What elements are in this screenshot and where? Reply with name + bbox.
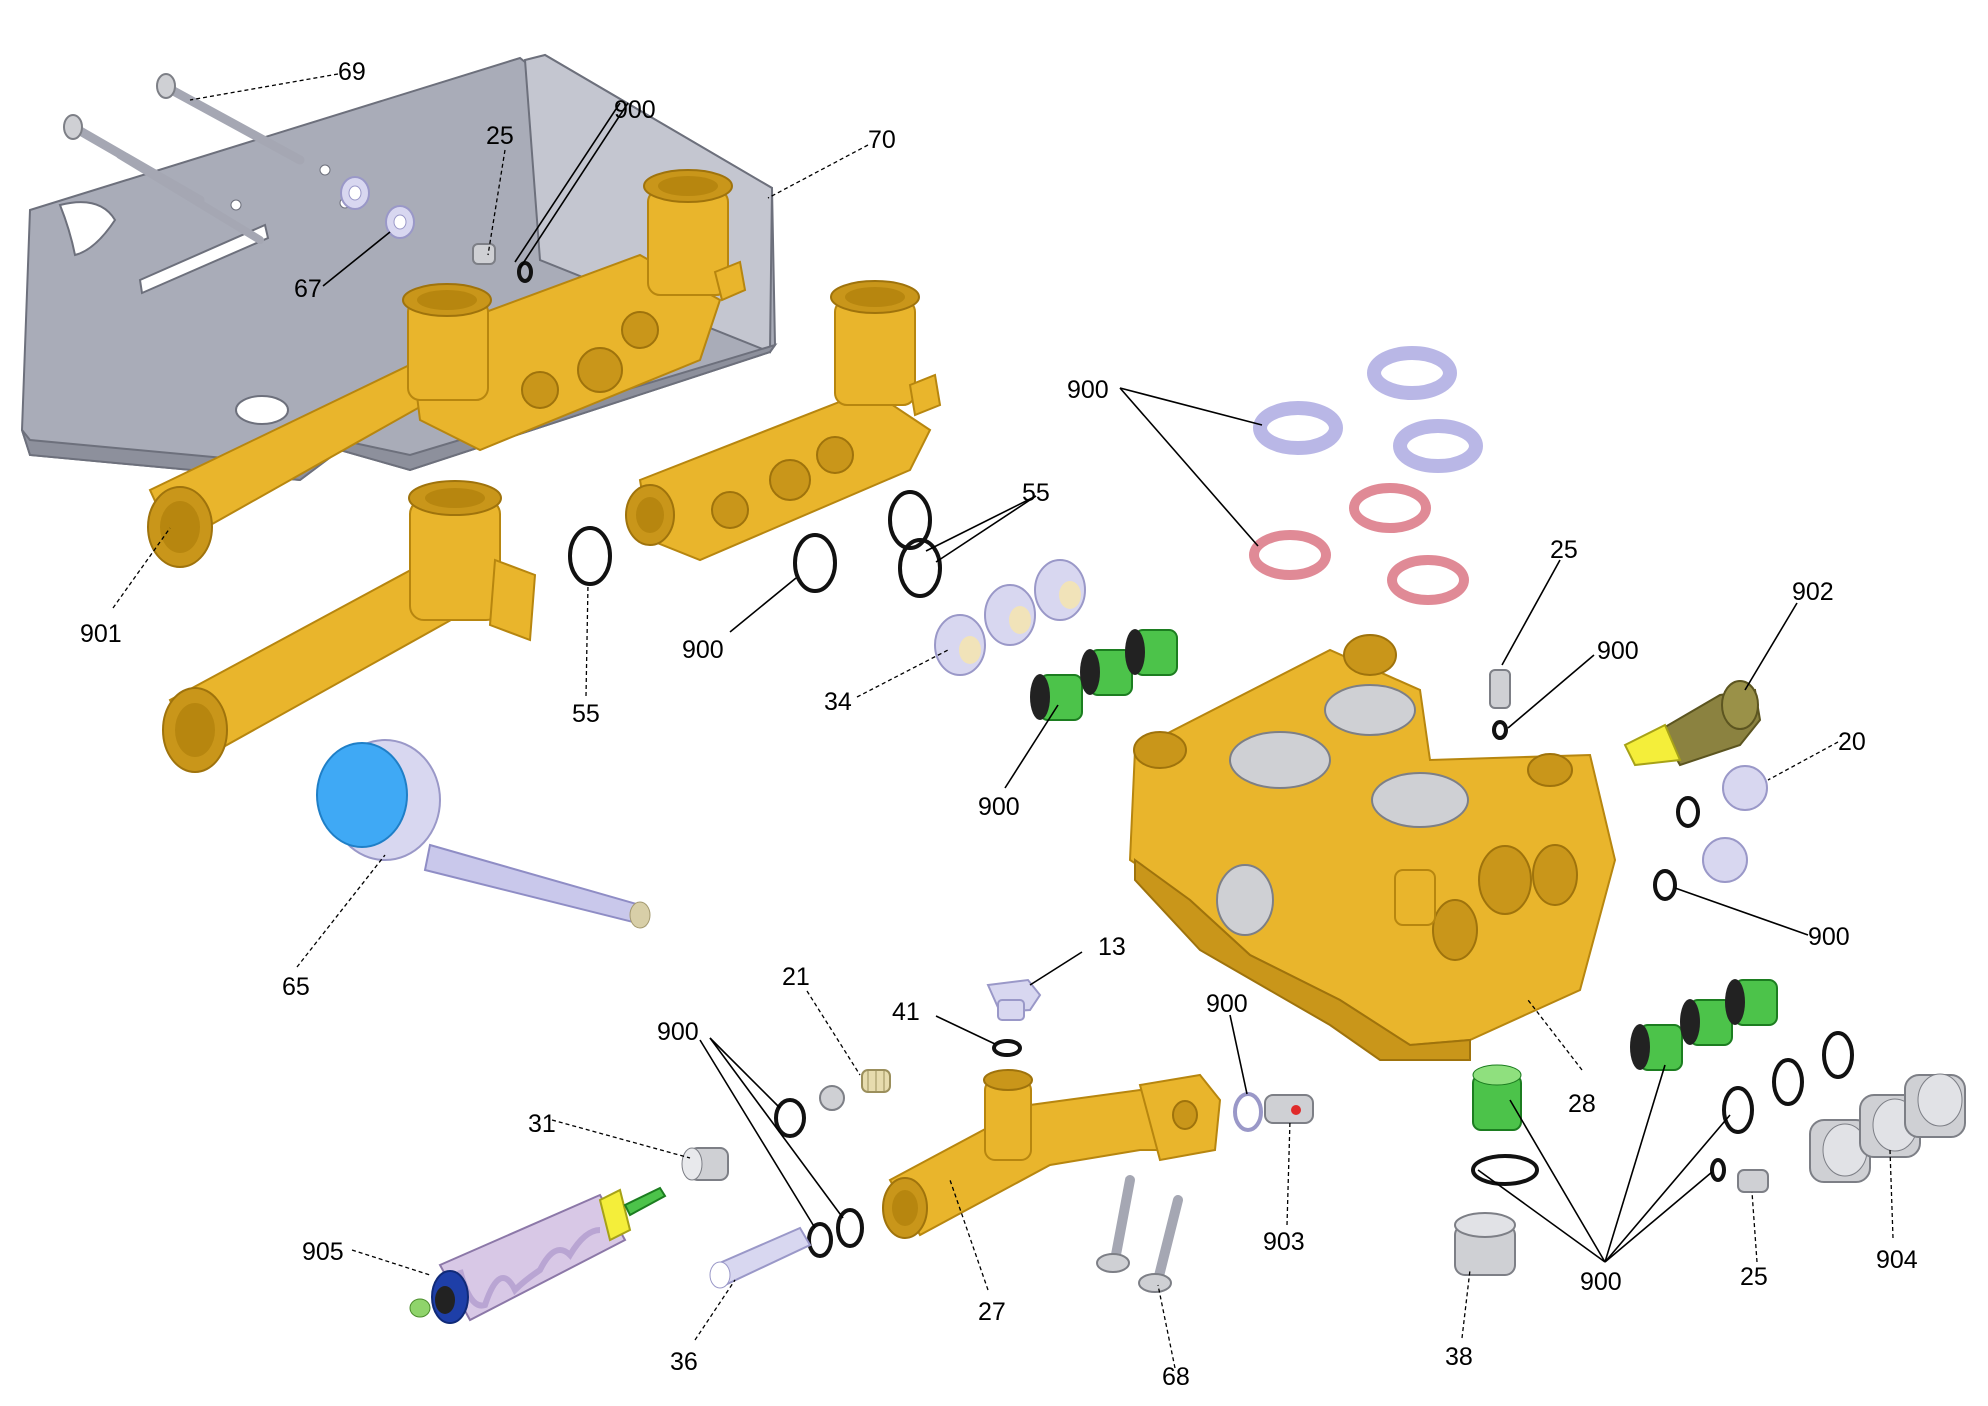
- part-904-plug-nuts: [1809, 1073, 1966, 1183]
- part-900-oring-mid: [793, 533, 837, 593]
- part-900-oring-r2: [1772, 1058, 1804, 1106]
- part-900-valves-left: [1030, 629, 1178, 721]
- callout-labels: 69 900 25 70 67 901 55 900 55 900 34 900…: [80, 58, 1918, 1391]
- leader-lines: [112, 73, 1894, 1369]
- callout-900-valves: 900: [978, 793, 1020, 821]
- callout-900-lower: 900: [1580, 1268, 1622, 1296]
- callout-900-mid: 900: [682, 636, 724, 664]
- part-20-plug-a: [1722, 765, 1768, 811]
- part-green-cage: [1472, 1064, 1522, 1131]
- callout-34: 34: [824, 688, 852, 716]
- callout-900-top: 900: [614, 96, 656, 124]
- part-900-oring-plug-a: [1676, 796, 1700, 828]
- part-900-oring-r1: [1722, 1086, 1754, 1134]
- callout-55-left: 55: [572, 700, 600, 728]
- part-13-plug-stem: [997, 999, 1025, 1021]
- callout-69: 69: [338, 58, 366, 86]
- part-900-oring-top: [517, 261, 533, 283]
- callout-13: 13: [1098, 933, 1126, 961]
- callout-904: 904: [1876, 1246, 1918, 1274]
- part-65-dipstick: [316, 739, 651, 929]
- callout-27: 27: [978, 1298, 1006, 1326]
- part-38-cap: [1454, 1212, 1516, 1276]
- part-25-plug-head: [1489, 669, 1511, 709]
- part-55-oring-right-a: [888, 490, 932, 550]
- part-27-outlet-pipe: [882, 1069, 1222, 1239]
- callout-901: 901: [80, 620, 122, 648]
- part-900-oring-r5: [1471, 1154, 1539, 1186]
- part-900-oring-ball-c: [807, 1222, 833, 1258]
- part-903-check-fitting: [1264, 1094, 1314, 1124]
- part-68-bolts: [1096, 1175, 1183, 1293]
- part-905-spring-assembly: [409, 1186, 667, 1324]
- part-900-oring-903: [1233, 1092, 1263, 1132]
- callout-905: 905: [302, 1238, 344, 1266]
- callout-65: 65: [282, 973, 310, 1001]
- callout-55-right: 55: [1022, 479, 1050, 507]
- part-manifold-middle: [625, 280, 942, 562]
- part-900-oring-ball-b: [836, 1208, 864, 1248]
- part-900-seal-rings: [1249, 346, 1483, 605]
- callout-900-plugs: 900: [1808, 923, 1850, 951]
- part-25-plug-lower: [1737, 1169, 1769, 1193]
- part-41-oring: [992, 1039, 1022, 1057]
- callout-25-lower: 25: [1740, 1263, 1768, 1291]
- part-36-piston: [709, 1226, 812, 1289]
- callout-900-903: 900: [1206, 990, 1248, 1018]
- part-900-oring-head: [1492, 720, 1508, 740]
- callout-31: 31: [528, 1110, 556, 1138]
- part-25-plug-top: [472, 243, 496, 265]
- callout-41: 41: [892, 998, 920, 1026]
- callout-903: 903: [1263, 1228, 1305, 1256]
- part-900-valves-right: [1630, 979, 1778, 1071]
- callout-900-ball: 900: [657, 1018, 699, 1046]
- callout-70: 70: [868, 126, 896, 154]
- callout-900-seals: 900: [1067, 376, 1109, 404]
- part-31-nut: [681, 1147, 729, 1181]
- part-ball: [819, 1085, 845, 1111]
- part-34-sleeves: [934, 559, 1086, 676]
- part-28-pump-head: [1128, 634, 1617, 1061]
- callout-21: 21: [782, 963, 810, 991]
- part-67-washers: [340, 176, 415, 239]
- callout-900-head: 900: [1597, 637, 1639, 665]
- part-900-oring-r4: [1710, 1158, 1726, 1182]
- part-900-oring-plug-b: [1653, 869, 1677, 901]
- callout-68: 68: [1162, 1363, 1190, 1391]
- callout-902: 902: [1792, 578, 1834, 606]
- callout-36: 36: [670, 1348, 698, 1376]
- part-55-oring-right-b: [898, 538, 942, 598]
- part-901-manifold-upper: [147, 169, 747, 568]
- part-55-oring-left: [568, 526, 612, 586]
- part-902-unloader: [1623, 680, 1762, 767]
- callout-28: 28: [1568, 1090, 1596, 1118]
- callout-20: 20: [1838, 728, 1866, 756]
- callout-25-head: 25: [1550, 536, 1578, 564]
- callout-67: 67: [294, 275, 322, 303]
- part-901-manifold-lower: [162, 480, 537, 773]
- callout-38: 38: [1445, 1343, 1473, 1371]
- callout-25-top: 25: [486, 122, 514, 150]
- part-20-plug-b: [1702, 837, 1748, 883]
- part-900-oring-r3: [1822, 1031, 1854, 1079]
- part-900-oring-ball-a: [774, 1098, 806, 1138]
- part-21-spring: [861, 1069, 891, 1093]
